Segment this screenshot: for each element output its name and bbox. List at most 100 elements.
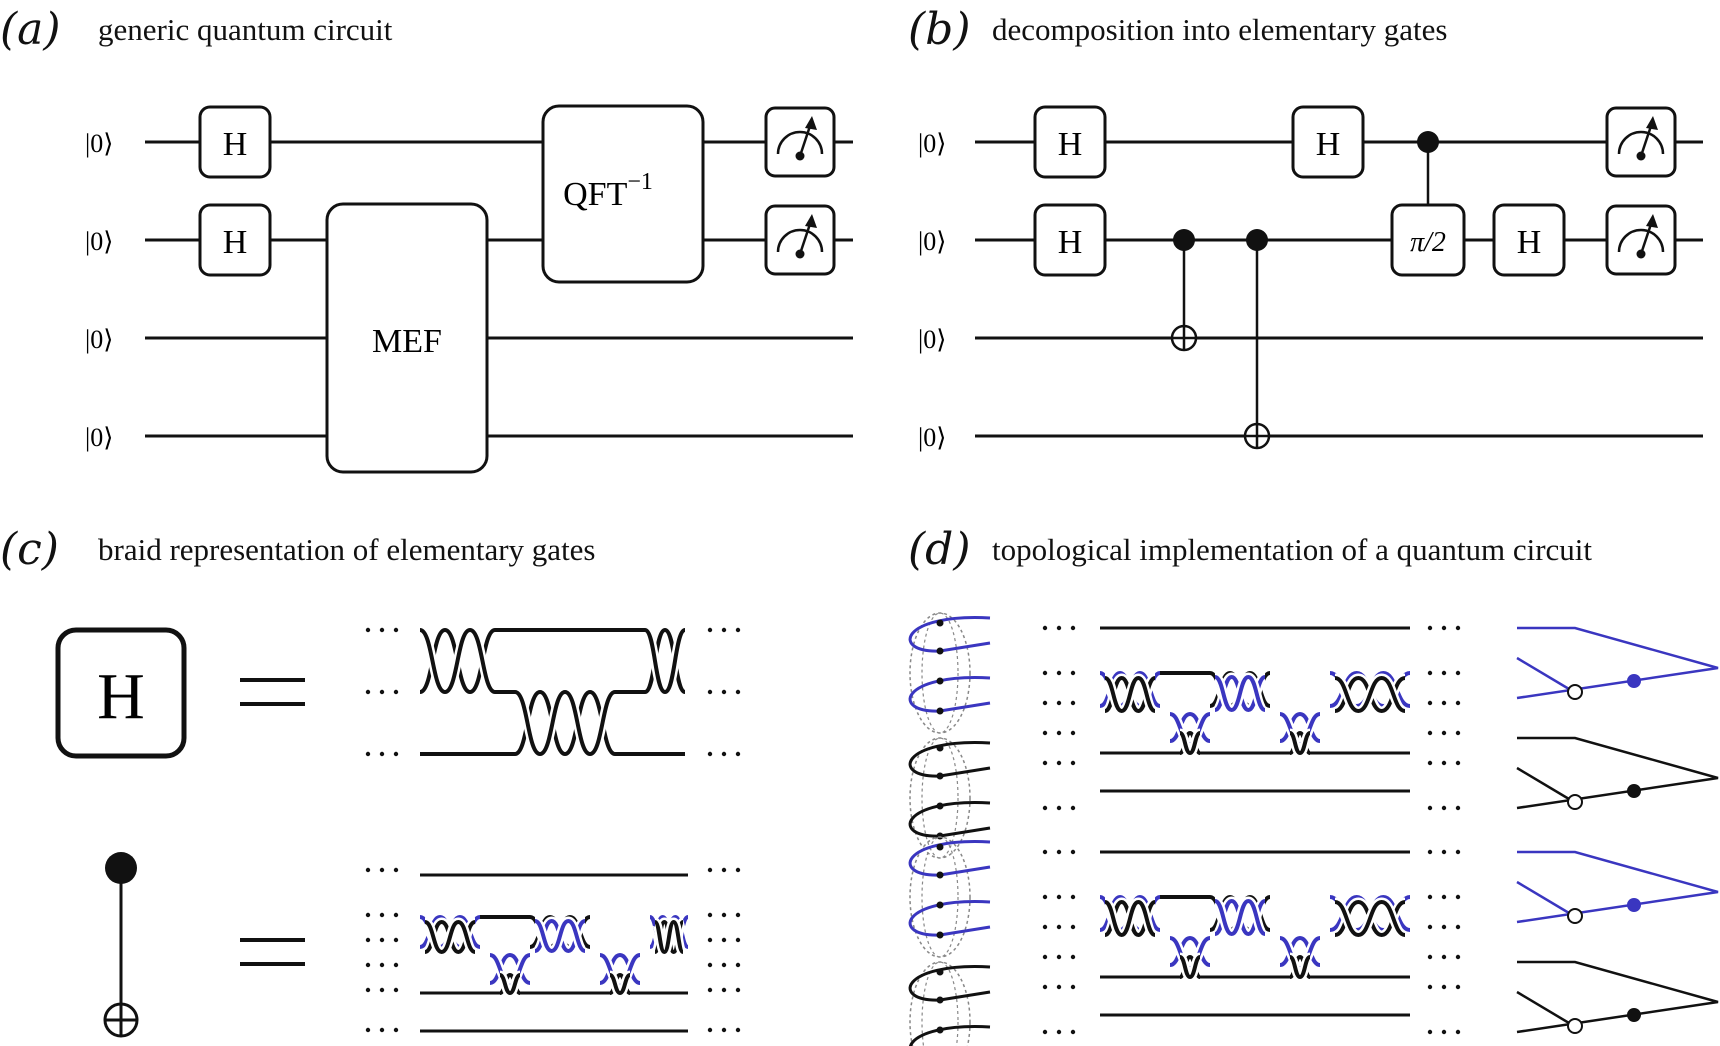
braid-c-cnot-symbol (103, 852, 139, 1038)
braid-dot (707, 627, 713, 633)
braid-strand (1334, 899, 1406, 938)
svg-text:H: H (1316, 126, 1341, 163)
braid-dot (1056, 730, 1062, 736)
braid-dot (721, 912, 727, 918)
braid-dot (393, 627, 399, 633)
braid-dot (1070, 1029, 1076, 1035)
braid-dot (393, 912, 399, 918)
braid-dot (735, 689, 741, 695)
readout-tree (1516, 850, 1719, 924)
svg-text:H: H (223, 126, 248, 163)
qubit-dot (936, 843, 944, 851)
qubit-strand (908, 801, 991, 838)
braid-strand (1104, 899, 1156, 938)
braid-strand (1214, 674, 1266, 713)
braid-dot (735, 627, 741, 633)
circuit-a-h-gate-2: H (198, 203, 272, 277)
readout-tree (1516, 736, 1719, 810)
braid-dot (1427, 1029, 1433, 1035)
braid-strand (534, 918, 586, 954)
svg-text:QFT−1: QFT−1 (563, 169, 653, 213)
braid-dot (707, 689, 713, 695)
braid-dot (735, 912, 741, 918)
readout-open-node (1567, 1018, 1583, 1034)
braid-strand (1289, 955, 1311, 980)
braid-dot (707, 867, 713, 873)
braid-dot (393, 937, 399, 943)
braid-dot (1455, 700, 1461, 706)
braid-dot (1056, 700, 1062, 706)
braid-dot (1070, 894, 1076, 900)
braid-dot (735, 751, 741, 757)
qubit-strand (908, 965, 991, 1002)
braid-dot (1441, 700, 1447, 706)
qubit-dot (936, 968, 944, 976)
braid-dot (1441, 805, 1447, 811)
qubit-strand (908, 676, 991, 713)
circuit-b-input-2: |0⟩ (918, 325, 946, 354)
braid-strand (1279, 711, 1321, 743)
braid-dot (1056, 984, 1062, 990)
braid-dot (1056, 849, 1062, 855)
braid-strand (1214, 898, 1266, 937)
braid-dot (707, 1027, 713, 1033)
braid-dot (393, 1027, 399, 1033)
braid-d-diagrams (908, 612, 1719, 1046)
readout-filled-node (1627, 1008, 1641, 1022)
braid-strand (1334, 675, 1406, 714)
braid-dot (721, 962, 727, 968)
braid-strand (424, 919, 476, 955)
braid-dot (1427, 730, 1433, 736)
braid-dot (721, 627, 727, 633)
svg-text:H: H (1517, 224, 1542, 261)
panel-c-label: (c) (0, 524, 59, 575)
braid-dot (1070, 760, 1076, 766)
braid-dot (1070, 730, 1076, 736)
braid-dot (1042, 625, 1048, 631)
braid-dot (707, 987, 713, 993)
braid-dot (1070, 984, 1076, 990)
braid-dot (1042, 894, 1048, 900)
braid-dot (1427, 954, 1433, 960)
qubit-dot (936, 802, 944, 810)
braid-d (908, 612, 1719, 1046)
braid-dot (1042, 730, 1048, 736)
svg-text:H: H (1058, 224, 1083, 261)
braid-dot (1056, 805, 1062, 811)
circuit-b-h-gate-4: H (1492, 203, 1566, 277)
braid-dot (1427, 670, 1433, 676)
svg-text:H: H (1058, 126, 1083, 163)
braid-dot (365, 867, 371, 873)
readout-tree (1516, 626, 1719, 700)
circuit-b-input-0: |0⟩ (918, 129, 946, 158)
braid-c-h-gate-big: H (55, 627, 187, 759)
braid-strand (1169, 935, 1211, 967)
panel-b-label: (b) (908, 4, 971, 55)
braid-dot (1042, 984, 1048, 990)
braid-dot (1455, 730, 1461, 736)
panel-d-title: topological implementation of a quantum … (992, 532, 1593, 567)
qubit-dot (936, 619, 944, 627)
braid-dot (365, 627, 371, 633)
braid-strand (514, 689, 616, 757)
braid-dot (1455, 1029, 1461, 1035)
braid-strand (1179, 731, 1201, 756)
braid-dot (1042, 760, 1048, 766)
qubit-dot (936, 832, 944, 840)
braid-c: H (55, 625, 741, 1038)
braid-dot (379, 937, 385, 943)
braid-dot (379, 912, 385, 918)
braid-dot (707, 751, 713, 757)
braid-dot (379, 987, 385, 993)
qubit-ellipse (909, 612, 971, 734)
qubit-ellipse (921, 961, 959, 1046)
braid-dot (1455, 984, 1461, 990)
braid-strand (489, 953, 531, 986)
panel-a-title: generic quantum circuit (98, 12, 393, 47)
circuit-b-h-gate-2: H (1033, 203, 1107, 277)
braid-dot (1042, 670, 1048, 676)
readout-tree (1516, 656, 1575, 694)
braid-dot (721, 937, 727, 943)
qubit-dot (936, 744, 944, 752)
braid-strand (599, 952, 641, 985)
